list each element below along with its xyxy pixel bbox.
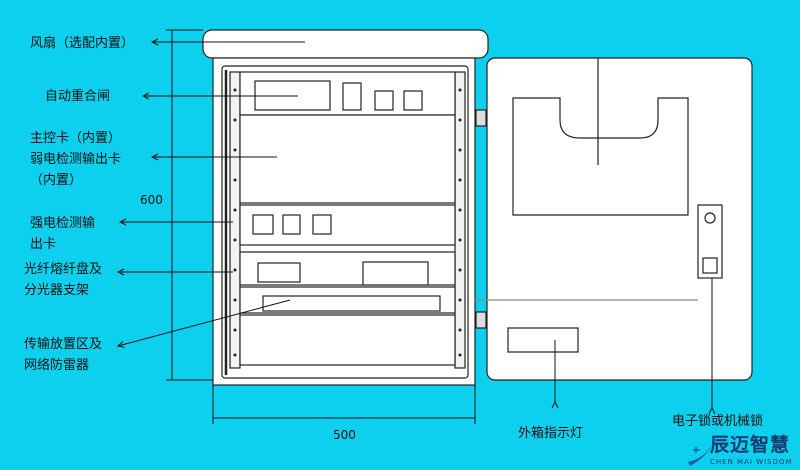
brand-logo: 辰迈智慧 CHEN MAI WISDOM — [683, 434, 798, 468]
logo-text-en: CHEN MAI WISDOM — [710, 458, 793, 466]
fan-roof — [202, 29, 489, 59]
label-lock: 电子锁或机械锁 — [672, 414, 764, 429]
label-main-card-1: 主控卡（内置） — [30, 131, 122, 146]
left-rail — [229, 71, 241, 369]
logo-text-cn: 辰迈智慧 — [710, 434, 791, 456]
label-main-card-2: 弱电检测输出卡 — [30, 152, 122, 167]
label-trans-1: 传输放置区及 — [24, 337, 103, 352]
strong-detect-module — [239, 204, 456, 246]
trans-arrow — [118, 299, 291, 346]
label-fiber-2: 分光器支架 — [24, 283, 90, 298]
dimension-width: 500 — [333, 428, 356, 442]
label-auto-recloser: 自动重合闸 — [45, 89, 111, 104]
right-rail — [454, 71, 466, 369]
label-main-card-3: （内置） — [30, 173, 83, 188]
logo-swoosh-icon — [688, 444, 712, 466]
label-fiber-1: 光纤熔纤盘及 — [24, 262, 103, 277]
dimension-height: 600 — [140, 193, 163, 207]
label-trans-2: 网络防雷器 — [24, 358, 90, 373]
label-strong-1: 强电检测输 — [30, 216, 96, 231]
label-fan: 风扇（选配内置） — [30, 36, 135, 51]
main-control-module — [239, 114, 456, 204]
label-strong-2: 出卡 — [30, 237, 57, 252]
indicator-light — [507, 327, 579, 353]
label-indicator: 外箱指示灯 — [518, 426, 584, 441]
